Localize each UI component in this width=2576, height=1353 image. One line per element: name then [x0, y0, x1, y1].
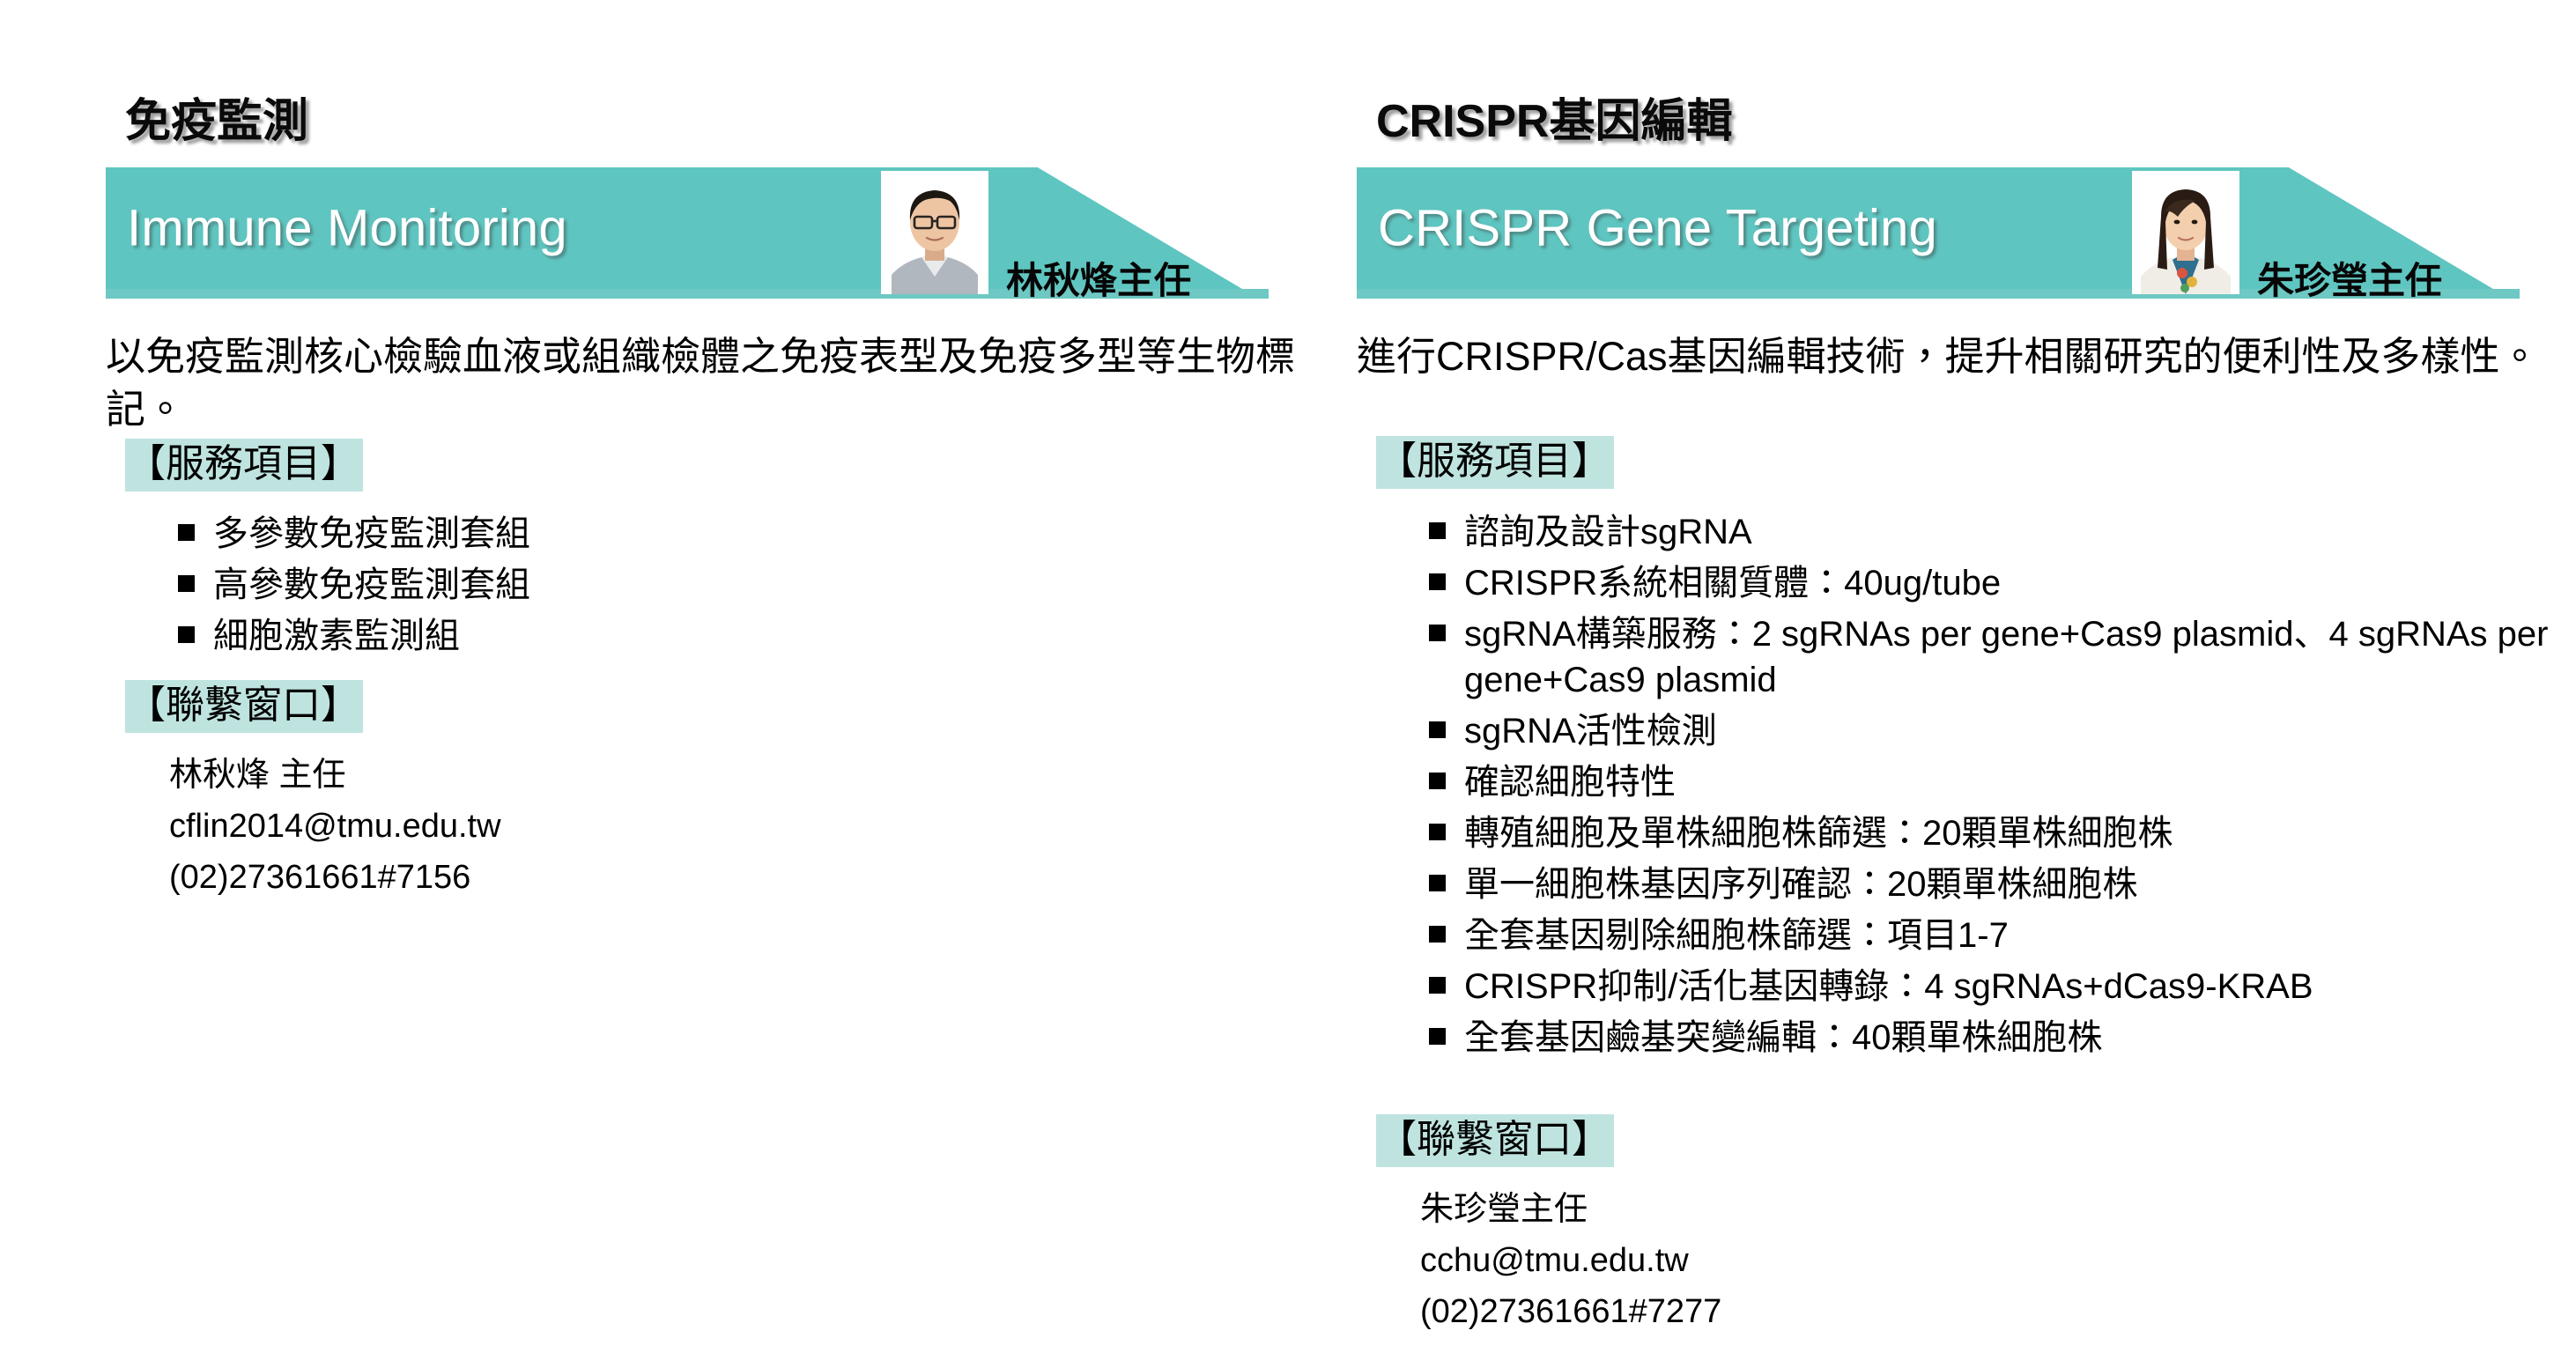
square-bullet-icon	[1429, 875, 1446, 892]
service-list-item: 全套基因鹼基突變編輯：40顆單株細胞株	[1425, 1015, 2571, 1061]
service-item-label: CRISPR系統相關質體：40ug/tube	[1464, 564, 2002, 603]
service-card-crispr-gene-targeting: CRISPR基因編輯 CRISPR Gene Targeting	[1357, 0, 2576, 1353]
square-bullet-icon	[1429, 977, 1446, 994]
service-list-item: 高參數免疫監測套組	[174, 562, 1320, 608]
contact-block: 朱珍瑩主任 cchu@tmu.edu.tw (02)27361661#7277	[1420, 1185, 2213, 1337]
square-bullet-icon	[1429, 1028, 1446, 1046]
service-list-item: CRISPR系統相關質體：40ug/tube	[1425, 560, 2571, 606]
contact-block: 林秋烽 主任 cflin2014@tmu.edu.tw (02)27361661…	[169, 750, 962, 903]
service-list-item: 多參數免疫監測套組	[174, 511, 1320, 557]
service-list-item: sgRNA構築服務：2 sgRNAs per gene+Cas9 plasmid…	[1425, 611, 2571, 703]
service-item-label: 諮詢及設計sgRNA	[1464, 513, 1752, 551]
contact-phone[interactable]: (02)27361661#7156	[169, 858, 471, 896]
service-item-label: CRISPR抑制/活化基因轉錄：4 sgRNAs+dCas9-KRAB	[1464, 967, 2313, 1006]
banner-shape	[1357, 167, 2493, 289]
square-bullet-icon	[178, 524, 195, 542]
service-item-label: sgRNA構築服務：2 sgRNAs per gene+Cas9 plasmid…	[1464, 615, 2549, 699]
banner-shape	[106, 167, 1242, 289]
service-item-label: 全套基因剔除細胞株篩選：項目1-7	[1464, 916, 2009, 955]
service-card-immune-monitoring: 免疫監測 Immune Monitoring	[106, 0, 1330, 1353]
square-bullet-icon	[178, 575, 195, 593]
service-item-label: 細胞激素監測組	[213, 617, 460, 655]
service-list-item: sgRNA活性檢測	[1425, 708, 2571, 754]
service-list-item: 單一細胞株基因序列確認：20顆單株細胞株	[1425, 861, 2571, 907]
service-list-item: 細胞激素監測組	[174, 613, 1320, 659]
services-heading-tag: 【服務項目】	[125, 439, 363, 492]
service-item-label: 轉殖細胞及單株細胞株篩選：20顆單株細胞株	[1464, 814, 2173, 853]
services-list: 多參數免疫監測套組 高參數免疫監測套組 細胞激素監測組	[174, 511, 1320, 664]
banner-underline	[106, 289, 1269, 299]
contact-person: 朱珍瑩主任	[1420, 1191, 1588, 1228]
square-bullet-icon	[1429, 625, 1446, 642]
square-bullet-icon	[1429, 522, 1446, 540]
intro-paragraph: 以免疫監測核心檢驗血液或組織檢體之免疫表型及免疫多型等生物標記。	[106, 334, 1296, 432]
services-heading-tag: 【服務項目】	[1376, 436, 1614, 489]
service-item-label: sgRNA活性檢測	[1464, 712, 1717, 750]
service-list-item: 轉殖細胞及單株細胞株篩選：20顆單株細胞株	[1425, 810, 2571, 856]
service-list-item: 確認細胞特性	[1425, 759, 2571, 805]
service-item-label: 確認細胞特性	[1464, 763, 1676, 802]
square-bullet-icon	[1429, 573, 1446, 591]
service-list-item: CRISPR抑制/活化基因轉錄：4 sgRNAs+dCas9-KRAB	[1425, 964, 2571, 1009]
portrait-photo	[881, 171, 988, 294]
square-bullet-icon	[1429, 824, 1446, 841]
service-item-label: 多參數免疫監測套組	[213, 514, 530, 553]
section-title-chinese: CRISPR基因編輯	[1376, 96, 1733, 147]
service-list-item: 全套基因剔除細胞株篩選：項目1-7	[1425, 913, 2571, 958]
service-item-label: 單一細胞株基因序列確認：20顆單株細胞株	[1464, 865, 2138, 904]
portrait-photo	[2132, 171, 2239, 294]
contact-heading-tag: 【聯繫窗口】	[1376, 1114, 1614, 1167]
square-bullet-icon	[1429, 926, 1446, 943]
section-title-chinese: 免疫監測	[125, 96, 309, 147]
banner-crispr-gene-targeting: CRISPR Gene Targeting	[1357, 167, 2493, 289]
contact-email[interactable]: cchu@tmu.edu.tw	[1420, 1241, 1689, 1279]
contact-heading-tag: 【聯繫窗口】	[125, 680, 363, 733]
service-item-label: 全套基因鹼基突變編輯：40顆單株細胞株	[1464, 1018, 2103, 1057]
banner-immune-monitoring: Immune Monitoring	[106, 167, 1242, 289]
intro-paragraph: 進行CRISPR/Cas基因編輯技術，提升相關研究的便利性及多樣性。	[1357, 334, 2540, 379]
contact-phone[interactable]: (02)27361661#7277	[1420, 1292, 1722, 1330]
service-item-label: 高參數免疫監測套組	[213, 566, 530, 604]
banner-title-english: CRISPR Gene Targeting	[1378, 199, 1938, 257]
banner-underline	[1357, 289, 2520, 299]
square-bullet-icon	[1429, 773, 1446, 790]
person-name: 林秋烽主任	[1006, 260, 1192, 301]
square-bullet-icon	[178, 626, 195, 644]
services-list: 諮詢及設計sgRNA CRISPR系統相關質體：40ug/tube sgRNA構…	[1425, 509, 2571, 1066]
contact-email[interactable]: cflin2014@tmu.edu.tw	[169, 807, 501, 845]
square-bullet-icon	[1429, 721, 1446, 739]
contact-person: 林秋烽 主任	[169, 757, 346, 794]
person-name: 朱珍瑩主任	[2257, 260, 2443, 301]
service-list-item: 諮詢及設計sgRNA	[1425, 509, 2571, 555]
banner-title-english: Immune Monitoring	[127, 199, 567, 257]
